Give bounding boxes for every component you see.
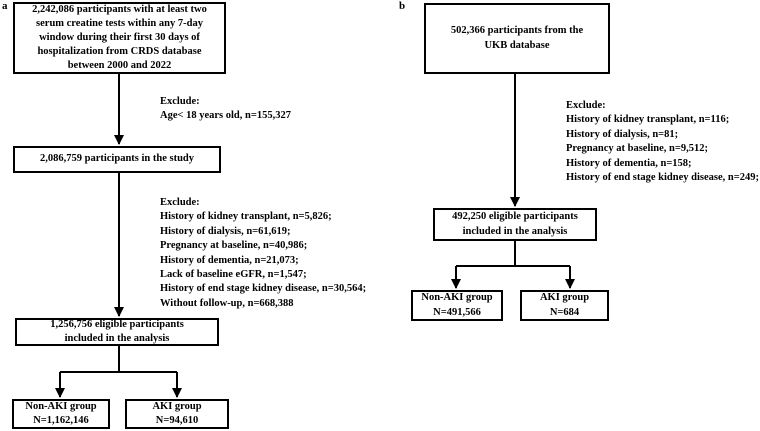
box-line: 2,086,759 participants in the study: [39, 153, 195, 165]
box-line: serum creatine tests within any 7-day: [36, 17, 203, 29]
box-line: 502,366 participants from the: [450, 25, 584, 37]
exclusion-list-b: Exclude: History of kidney transplant, n…: [566, 99, 759, 185]
box-line: N=94,610: [155, 415, 199, 426]
box-line: included in the analysis: [462, 225, 568, 237]
box-line: window during their first 30 days of: [39, 31, 200, 43]
eligible-box-b: 492,250 eligible participants included i…: [433, 208, 597, 241]
exclusion-list-a2: Exclude: History of kidney transplant, n…: [160, 196, 366, 311]
exclusion-list-a1: Exclude: Age< 18 years old, n=155,327: [160, 95, 291, 124]
box-line: 492,250 eligible participants: [452, 211, 578, 223]
box-line: N=684: [549, 306, 580, 318]
source-box-a: 2,242,086 participants with at least two…: [13, 2, 226, 74]
study-box-a: 2,086,759 participants in the study: [13, 146, 221, 173]
aki-box-a: AKI group N=94,610: [125, 399, 229, 429]
exclusion-line: History of dementia, n=21,073;: [160, 254, 299, 266]
exclusion-line: Pregnancy at baseline, n=9,512;: [566, 143, 708, 155]
source-box-b: 502,366 participants from the UKB databa…: [424, 3, 610, 74]
eligible-box-a: 1,256,756 eligible participants included…: [15, 318, 219, 346]
non-aki-box-a: Non-AKI group N=1,162,146: [12, 399, 110, 429]
exclusion-line: Exclude:: [160, 96, 200, 107]
panel-a-label: a: [2, 0, 8, 12]
box-line: AKI group: [539, 292, 590, 304]
exclusion-line: History of dialysis, n=81;: [566, 128, 679, 140]
exclusion-line: Age< 18 years old, n=155,327: [160, 110, 291, 122]
box-line: Non-AKI group: [25, 400, 97, 412]
exclusion-line: Lack of baseline eGFR, n=1,547;: [160, 268, 307, 280]
exclusion-line: History of end stage kidney disease, n=2…: [566, 171, 759, 183]
exclusion-line: History of kidney transplant, n=5,826;: [160, 211, 332, 223]
box-line: AKI group: [152, 400, 202, 412]
exclusion-line: History of dialysis, n=61,619;: [160, 225, 291, 237]
exclusion-line: Exclude:: [566, 100, 606, 111]
exclusion-line: Exclude:: [160, 197, 200, 208]
non-aki-box-b: Non-AKI group N=491,566: [411, 290, 503, 321]
split-connector-a: [60, 346, 177, 373]
box-line: hospitalization from CRDS database: [37, 46, 202, 58]
box-line: 2,242,086 participants with at least two: [32, 3, 207, 15]
split-connector-b: [456, 241, 570, 267]
aki-box-b: AKI group N=684: [520, 290, 609, 321]
exclusion-line: Without follow-up, n=668,388: [160, 297, 294, 309]
box-line: N=1,162,146: [33, 415, 89, 426]
box-line: UKB database: [484, 39, 550, 51]
exclusion-line: History of kidney transplant, n=116;: [566, 114, 730, 126]
box-line: N=491,566: [433, 306, 481, 318]
exclusion-line: History of end stage kidney disease, n=3…: [160, 283, 367, 295]
box-line: Non-AKI group: [421, 292, 493, 304]
box-line: 1,256,756 eligible participants: [50, 318, 184, 330]
box-line: between 2000 and 2022: [67, 60, 172, 72]
panel-b-label: b: [399, 0, 406, 12]
box-line: included in the analysis: [64, 333, 170, 344]
exclusion-line: Pregnancy at baseline, n=40,986;: [160, 240, 308, 252]
exclusion-line: History of dementia, n=158;: [566, 157, 692, 169]
